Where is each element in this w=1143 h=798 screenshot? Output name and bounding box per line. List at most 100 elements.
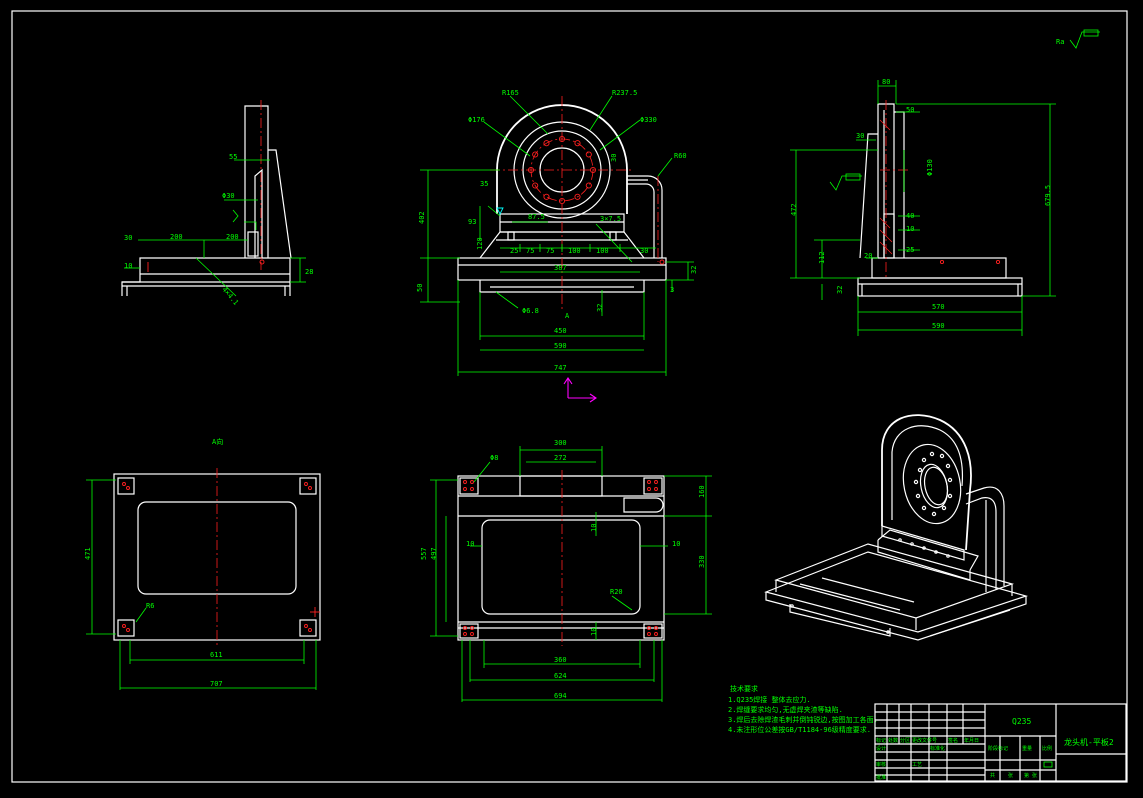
svg-text:标准化: 标准化	[930, 745, 945, 752]
title-part-name: 龙头机-平板2	[1064, 737, 1114, 747]
side-view-left	[121, 100, 306, 297]
notes-line-3: 3.焊后去除焊渣毛刺并倒钝锐边,按图加工各面.	[728, 715, 878, 724]
dim-330: 330	[698, 555, 706, 568]
dim-32b: 32	[596, 304, 604, 312]
dim-402: 402	[418, 211, 426, 224]
dim-570: 570	[932, 303, 945, 311]
notes-heading: 技术要求	[730, 684, 758, 693]
svg-text:批准: 批准	[876, 774, 886, 781]
dim-phi6: Φ6.8	[522, 307, 539, 315]
side-view-right	[790, 29, 1100, 336]
dim-25: 25	[510, 247, 518, 255]
dim-10d: 10	[590, 628, 598, 636]
dim-55: 55	[229, 153, 237, 161]
dim-phi330: Φ330	[640, 116, 657, 124]
dim-590r: 590	[932, 322, 945, 330]
title-block	[874, 703, 1127, 782]
dim-707: 707	[210, 680, 223, 688]
dim-phi8: Φ8	[490, 454, 498, 462]
dim-r165: R165	[502, 89, 519, 97]
dim-624: 624	[554, 672, 567, 680]
svg-text:工艺: 工艺	[912, 762, 922, 768]
dim-10r: 10	[906, 225, 914, 233]
dim-75b: 75	[546, 247, 554, 255]
dim-160: 160	[698, 485, 706, 498]
svg-text:分区: 分区	[900, 737, 910, 744]
dim-694: 694	[554, 692, 567, 700]
dim-272: 272	[554, 454, 567, 462]
dim-phi130: Φ130	[926, 159, 934, 176]
notes-line-4: 4.未注形位公差按GB/T1184-96级精度要求.	[728, 725, 871, 734]
dim-phi30: Φ30	[222, 192, 235, 200]
svg-text:张: 张	[1032, 772, 1037, 779]
dim-360: 360	[554, 656, 567, 664]
roughness-label: Ra	[1056, 38, 1064, 46]
dim-10a: 10	[466, 540, 474, 548]
dim-590a: 590	[554, 342, 567, 350]
dim-50: 50	[416, 284, 424, 292]
dim-10c: 10	[590, 524, 598, 532]
dim-450: 450	[554, 327, 567, 335]
dim-387: 387	[554, 264, 567, 272]
dim-35: 35	[480, 180, 488, 188]
ucs-icon	[563, 377, 597, 403]
view-label-a: A向	[212, 437, 223, 446]
dim-611: 611	[210, 651, 223, 659]
dim-4x4: 4×4.1	[220, 285, 240, 306]
dim-557: 557	[420, 547, 428, 560]
dim-30a: 30	[610, 154, 618, 162]
dim-10: 10	[124, 262, 132, 270]
dim-3: 3	[670, 286, 674, 294]
svg-text:年月日: 年月日	[964, 737, 979, 744]
drawing-border	[11, 10, 1128, 783]
dim-471: 471	[84, 547, 92, 560]
dim-747: 747	[554, 364, 567, 372]
dim-100a: 100	[568, 247, 581, 255]
svg-text:第: 第	[1024, 772, 1029, 779]
dim-30b: 30	[640, 247, 648, 255]
dim-200b: 200	[226, 233, 239, 241]
dim-472: 472	[790, 203, 798, 216]
notes-line-2: 2.焊缝要求均匀,无虚焊夹渣等缺陷.	[728, 705, 843, 714]
dim-r20: R20	[610, 588, 623, 596]
view-mark-a: A	[565, 312, 570, 320]
svg-text:张: 张	[1008, 772, 1013, 779]
dim-75a: 75	[526, 247, 534, 255]
svg-text:标记: 标记	[876, 737, 886, 744]
dim-30: 30	[124, 234, 132, 242]
dim-r6: R6	[146, 602, 154, 610]
svg-text:阶段标记: 阶段标记	[988, 745, 1008, 752]
isometric-view	[764, 414, 1029, 641]
svg-text:更改文件号: 更改文件号	[912, 737, 937, 744]
svg-text:比例: 比例	[1042, 745, 1052, 752]
notes-line-1: 1.Q235焊接 整体去应力.	[728, 695, 811, 704]
dim-25r: 25	[906, 246, 914, 254]
dim-300: 300	[554, 439, 567, 447]
dim-50r: 50	[906, 106, 914, 114]
dim-87: 87.5	[528, 213, 545, 221]
front-view	[420, 95, 694, 403]
svg-text:处数: 处数	[888, 737, 898, 744]
title-block-cells: 标记 处数 分区 更改文件号 签名 年月日 设计 标准化 阶段标记 重量 比例 …	[876, 737, 1052, 781]
dim-200a: 200	[170, 233, 183, 241]
dim-93: 93	[468, 218, 476, 226]
dim-32r: 32	[836, 286, 844, 294]
dim-497: 497	[430, 547, 438, 560]
dim-28: 28	[305, 268, 313, 276]
dim-r60: R60	[674, 152, 687, 160]
dim-112: 112	[818, 251, 826, 264]
svg-text:设计: 设计	[876, 745, 886, 752]
svg-text:审核: 审核	[876, 761, 886, 768]
dim-3x7: 3×7.5	[600, 215, 621, 223]
technical-notes: 技术要求 1.Q235焊接 整体去应力. 2.焊缝要求均匀,无虚焊夹渣等缺陷. …	[728, 684, 878, 734]
dim-679: 679.5	[1044, 185, 1052, 206]
dim-20r: 20	[864, 252, 872, 260]
dim-40: 40	[906, 212, 914, 220]
dim-30r: 30	[856, 132, 864, 140]
dim-r237: R237.5	[612, 89, 637, 97]
dim-120: 120	[476, 237, 484, 250]
svg-text:签名: 签名	[948, 737, 958, 744]
plan-view-a	[86, 468, 321, 690]
title-material: Q235	[1012, 717, 1031, 726]
